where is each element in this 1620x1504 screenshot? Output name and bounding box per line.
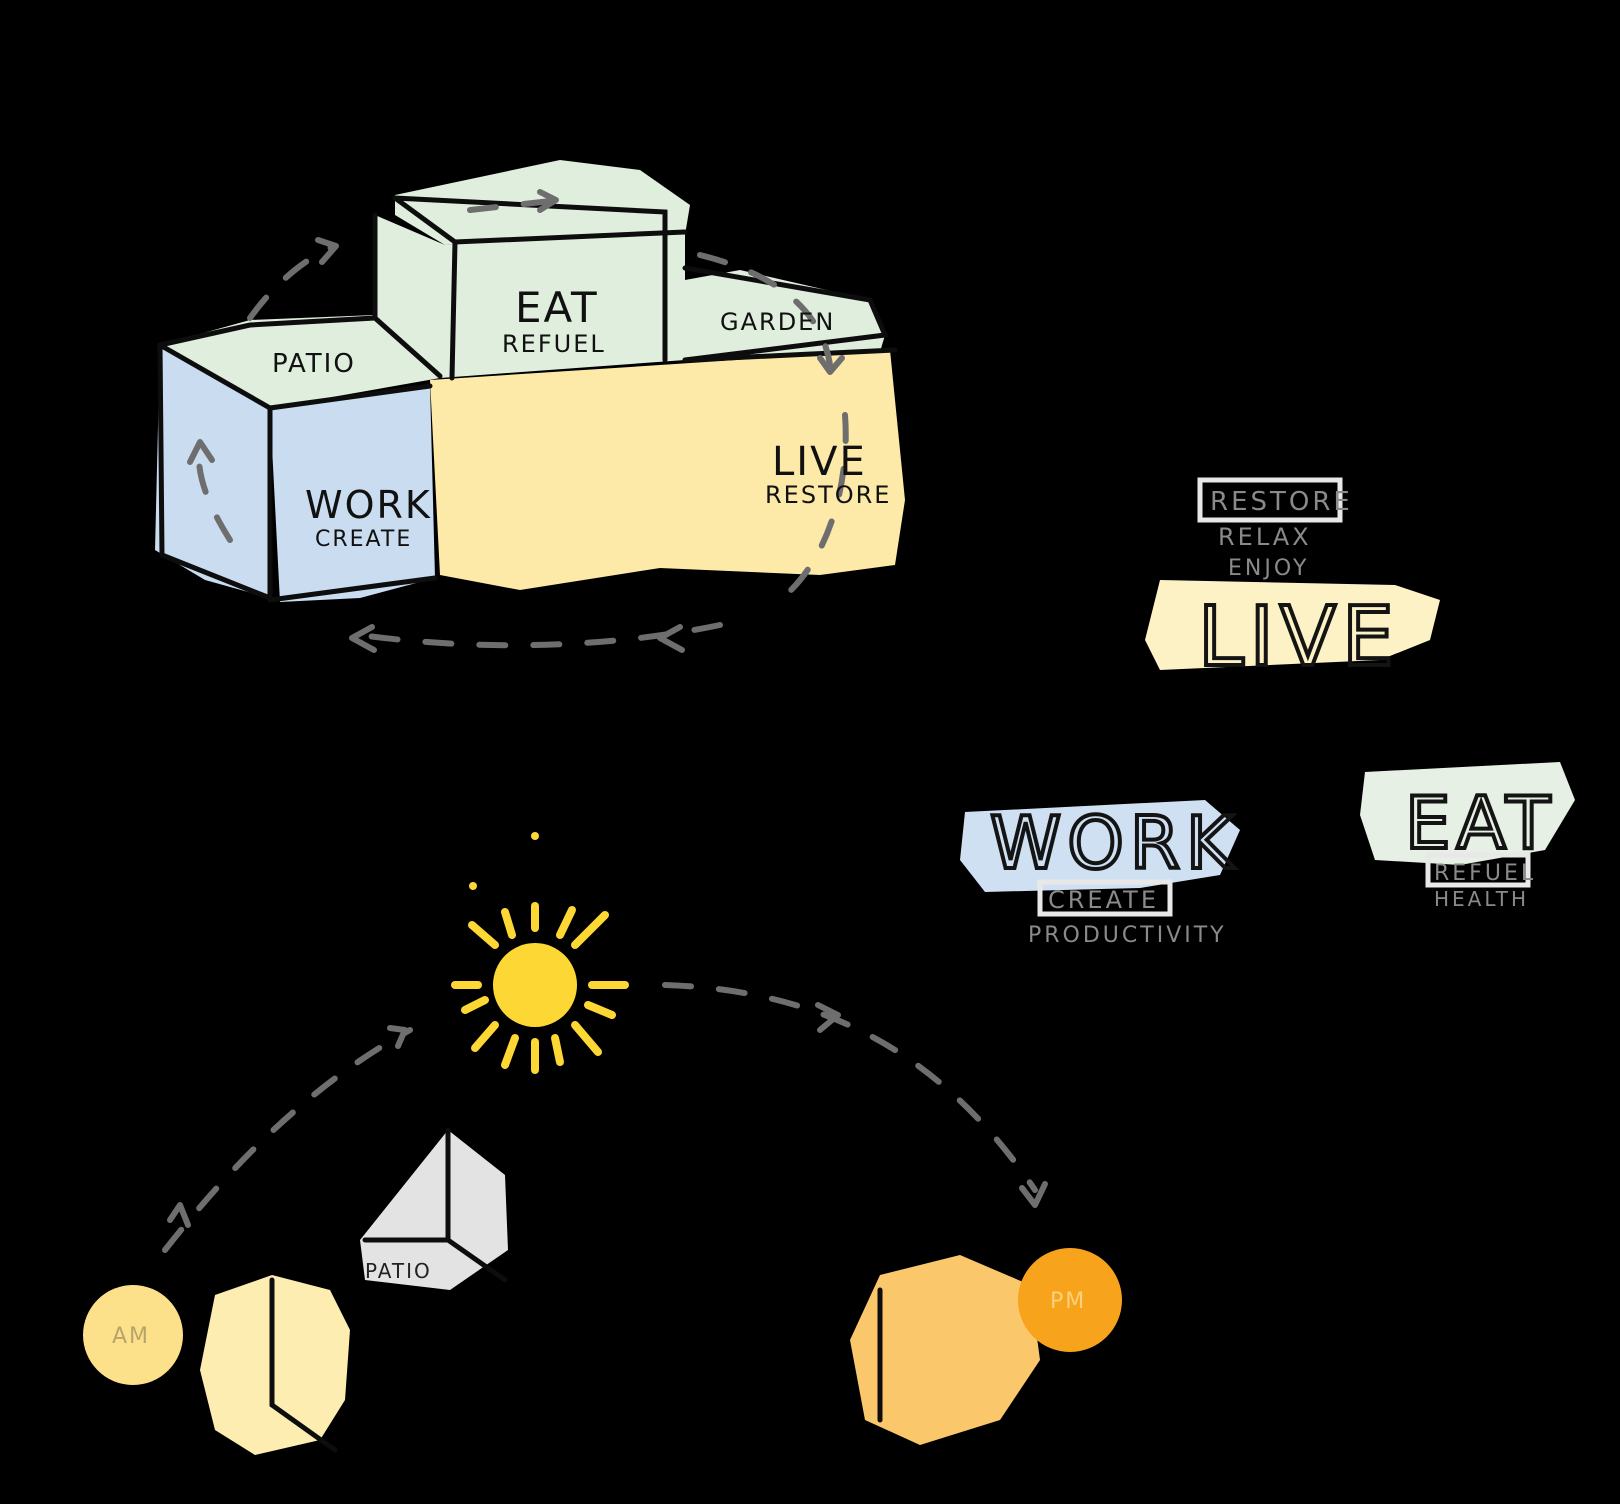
arrow-icon <box>167 1202 191 1228</box>
live-swatch <box>1145 580 1440 670</box>
legend-eat-word-2: HEALTH <box>1434 887 1529 911</box>
work-label: WORK <box>305 483 432 527</box>
patio-small-label: PATIO <box>365 1259 432 1283</box>
patio-small-block <box>360 1130 508 1290</box>
am-building <box>200 1275 350 1455</box>
legend-work-word-1: CREATE <box>1048 886 1159 914</box>
work-swatch <box>960 800 1240 892</box>
massing-model: PATIO EAT REFUEL GARDEN LIVE RESTORE WOR… <box>155 160 905 653</box>
pm-building <box>850 1255 1040 1445</box>
legend-work: WORK CREATE PRODUCTIVITY <box>960 799 1240 948</box>
legend-work-word-2: PRODUCTIVITY <box>1028 923 1227 948</box>
eat-sub-label: REFUEL <box>502 330 606 358</box>
pm-label: PM <box>1050 1289 1086 1314</box>
am-label: AM <box>112 1324 150 1349</box>
legend-live: LIVE RESTORE RELAX ENJOY <box>1145 477 1440 687</box>
work-block-side <box>155 345 270 598</box>
legend-live-bracket <box>1197 477 1343 523</box>
patio-label: PATIO <box>272 349 356 379</box>
pm-circle <box>1018 1248 1122 1352</box>
legend-live-title: LIVE <box>1198 590 1400 685</box>
arrow-icon <box>387 1025 408 1049</box>
arrow-icon <box>315 237 339 265</box>
garden-label: GARDEN <box>720 308 835 336</box>
work-sub-label: CREATE <box>315 527 412 552</box>
arrow-icon <box>817 355 845 375</box>
live-block <box>430 350 905 590</box>
eat-label: EAT <box>515 283 599 332</box>
legend-live-word-1: RESTORE <box>1210 487 1353 517</box>
sun-icon <box>451 832 629 1074</box>
arrow-icon <box>1019 1181 1048 1208</box>
arrow-icon <box>537 189 559 213</box>
legend-work-title: WORK <box>990 801 1239 885</box>
work-block-front <box>270 385 435 602</box>
sun-path: AM PATIO PM <box>83 832 1122 1455</box>
legend-eat-title: EAT <box>1405 781 1556 865</box>
legend-work-bracket <box>1037 879 1173 917</box>
legend-live-word-2: RELAX <box>1218 523 1312 551</box>
eat-swatch <box>1360 762 1575 865</box>
legend-live-word-3: ENJOY <box>1228 556 1309 581</box>
massing-edges <box>157 195 898 603</box>
live-label: LIVE <box>772 439 867 485</box>
legend-eat: EAT REFUEL HEALTH <box>1360 762 1575 911</box>
arrow-icon <box>815 1002 841 1033</box>
legend-eat-word-1: REFUEL <box>1434 861 1536 886</box>
arrow-icon <box>187 439 215 465</box>
am-circle <box>83 1285 183 1385</box>
legend-eat-bracket <box>1425 852 1531 888</box>
circulation-path <box>187 189 849 653</box>
arrow-icon <box>349 624 377 653</box>
live-sub-label: RESTORE <box>765 481 891 509</box>
arrow-icon <box>657 624 685 653</box>
